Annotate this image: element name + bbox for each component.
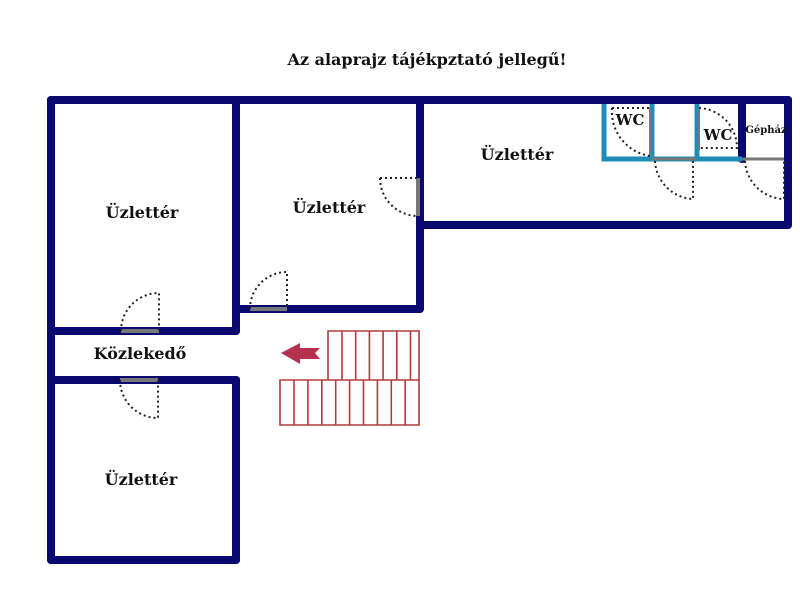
room-label-wc: WC	[615, 111, 645, 129]
room-label-corridor: Közlekedő	[94, 344, 187, 363]
room-label-shop: Üzlettér	[481, 144, 554, 164]
walls	[47, 96, 792, 564]
room-label-shop: Üzlettér	[105, 469, 178, 489]
door-wc1	[610, 107, 651, 157]
room-label-wc: WC	[703, 126, 733, 144]
door-room2	[249, 270, 288, 311]
doors	[119, 107, 785, 420]
door-wc-hall	[654, 160, 694, 201]
door-bottom-room	[119, 378, 159, 420]
room-label-machine-room: Gépház	[745, 125, 787, 136]
room-label-shop: Üzlettér	[293, 197, 366, 217]
door-machine-room	[744, 160, 785, 201]
plan-title: Az alaprajz tájékpztató jellegű!	[287, 50, 567, 69]
door-room1	[120, 291, 160, 333]
door-room2-room3	[379, 177, 420, 217]
staircase	[279, 330, 420, 426]
wc-partitions	[601, 104, 784, 162]
room-label-shop: Üzlettér	[106, 202, 179, 222]
door-wc2	[698, 107, 739, 150]
stair-direction-arrow-icon	[281, 343, 320, 364]
